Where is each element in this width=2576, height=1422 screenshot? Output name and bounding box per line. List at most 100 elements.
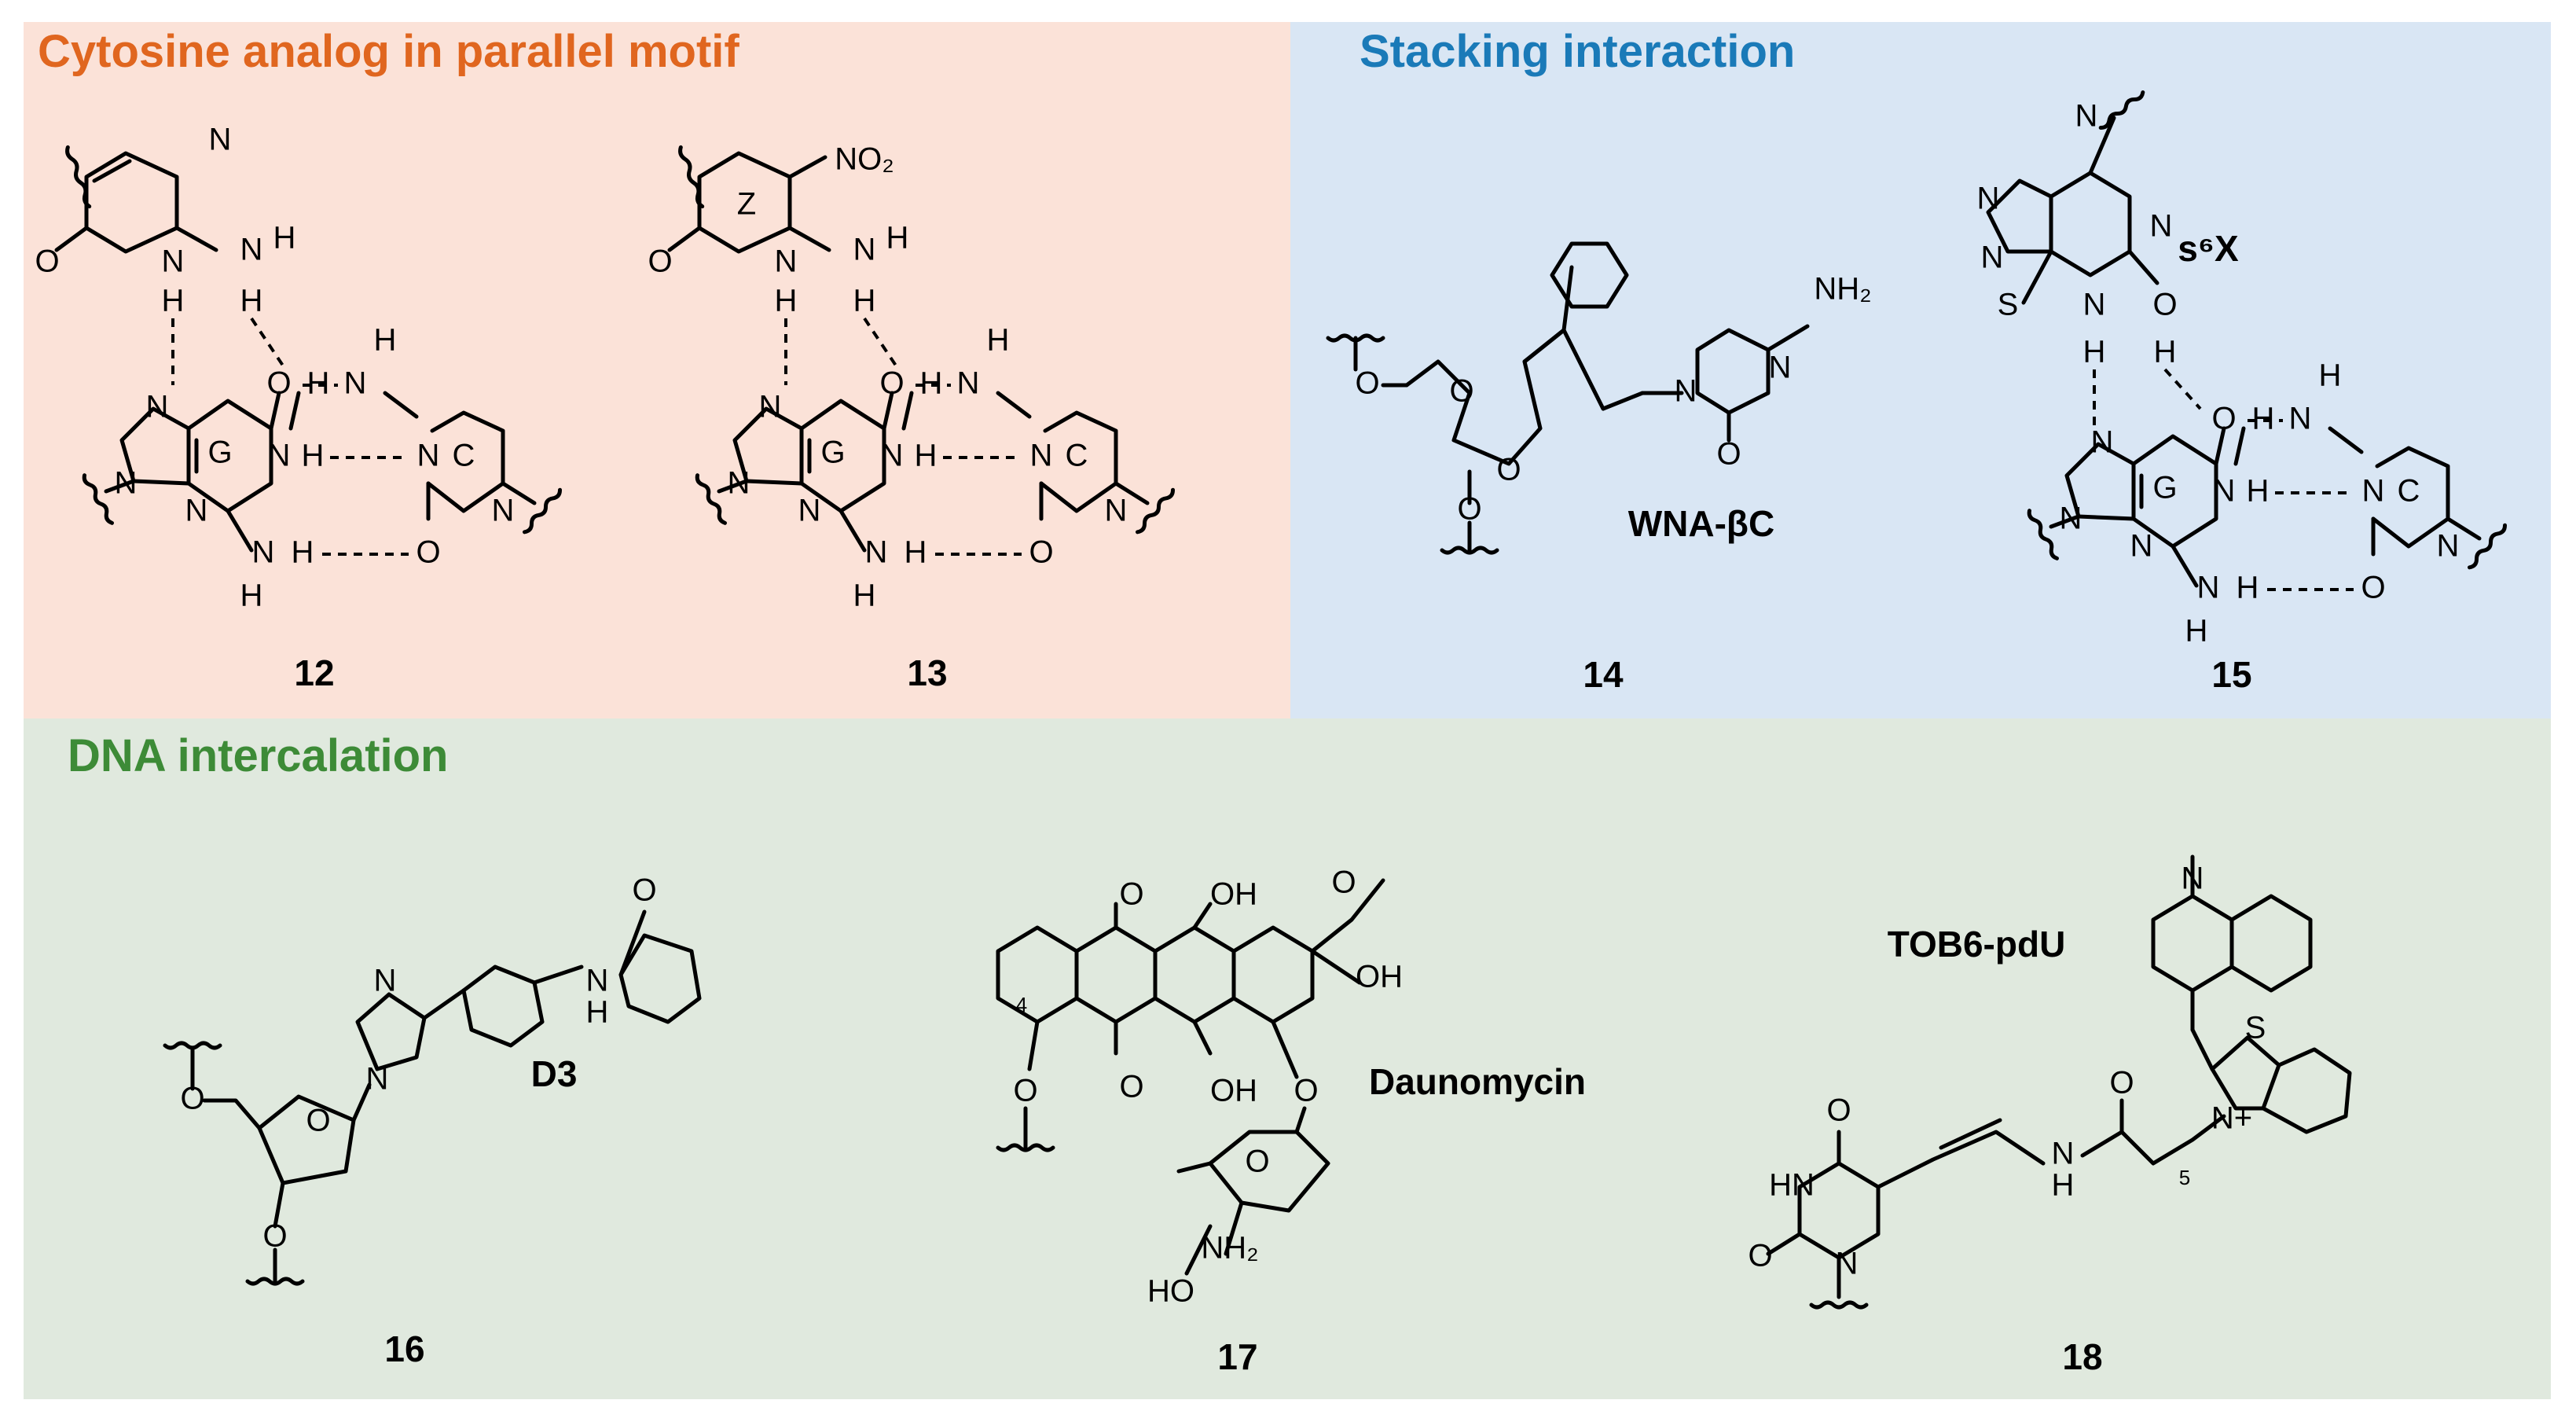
atom-label: OH — [1356, 960, 1403, 994]
attachment-wave — [523, 487, 562, 535]
glycosidic-bond — [2049, 514, 2081, 529]
compound-number-12: 12 — [294, 652, 334, 693]
atom-label: N — [1030, 439, 1053, 473]
atom-label: O — [1029, 535, 1053, 570]
atom-label: N — [2289, 402, 2312, 436]
panel-cytosine-analog — [24, 22, 1290, 718]
o-link — [202, 1098, 262, 1130]
carbonyl — [618, 909, 647, 977]
compound-name-d3: D3 — [531, 1053, 578, 1094]
atom-label: O — [1245, 1145, 1269, 1179]
compound-number-18: 18 — [2062, 1336, 2102, 1377]
cytosine-ring — [426, 410, 505, 513]
hydroxyl-bond — [1184, 1224, 1213, 1276]
amine-bond — [383, 391, 419, 419]
o-link — [1027, 1020, 1040, 1071]
panel-stacking-interaction — [1290, 22, 2551, 718]
atom-label: H — [2052, 1168, 2075, 1203]
hydrogen-bond — [863, 317, 897, 367]
amine-group: NH₂ — [1814, 272, 1871, 307]
atom-label: O — [632, 873, 656, 908]
atom-label: N — [240, 233, 263, 267]
imidazole-ring — [1986, 178, 2053, 254]
quinoline-ring-a — [2151, 894, 2234, 1032]
atom-label: N — [1105, 494, 1128, 528]
atom-label: N — [2052, 1137, 2075, 1171]
base-label-g: G — [2152, 471, 2177, 505]
atom-label: H — [920, 366, 943, 401]
hydrogen-bond — [2163, 368, 2202, 410]
amine-bond — [1766, 324, 1810, 352]
nitro-group: NO₂ — [835, 142, 894, 177]
attachment-wave — [1440, 546, 1499, 555]
attachment-wave — [1136, 487, 1176, 535]
hydroxyl-bond — [1192, 1020, 1213, 1056]
compound-name-daunomycin: Daunomycin — [1369, 1061, 1586, 1102]
atom-label: N — [2060, 502, 2082, 536]
atom-label: N — [417, 439, 440, 473]
benzene-ring — [461, 965, 545, 1048]
atom-label: H — [240, 284, 263, 318]
furanose-ring — [257, 1094, 356, 1185]
atom-label: O — [1119, 1070, 1143, 1104]
atom-label: N — [1981, 241, 2004, 275]
atom-label: H — [853, 284, 876, 318]
carbonyl — [882, 391, 894, 431]
amine-bond — [1224, 1200, 1244, 1256]
atom-label: O — [648, 244, 672, 279]
atom-label: H — [292, 535, 314, 570]
compound-name-s6x: s⁶X — [2178, 228, 2239, 269]
base-label-c: C — [453, 439, 475, 473]
atom-label: O — [879, 366, 904, 401]
atom-label: H — [2247, 474, 2270, 509]
atom-label: N — [957, 366, 980, 401]
atom-label: O — [2109, 1066, 2134, 1100]
amine-bond — [226, 509, 254, 553]
attachment-wave — [65, 145, 92, 209]
atom-label: O — [1294, 1074, 1318, 1108]
atom-label: N — [492, 494, 515, 528]
atom-label: N — [853, 233, 876, 267]
thione-bond — [2021, 249, 2053, 305]
atom-label: HO — [1147, 1274, 1194, 1309]
amine-bond — [174, 226, 218, 252]
atom-label: H — [2237, 571, 2259, 605]
quinoline-ring-b — [2229, 894, 2313, 993]
atom-label: N — [586, 964, 609, 998]
carbonyl — [2214, 426, 2226, 466]
attachment-wave — [82, 473, 114, 525]
compound-name-tob6: TOB6-pdU — [1888, 924, 2066, 965]
hydroxyl-bond — [1192, 902, 1213, 930]
atom-label: H — [374, 323, 397, 358]
atom-label: H — [853, 579, 876, 613]
alkyne-triple — [1939, 1118, 2002, 1150]
atom-label: N+ — [2211, 1101, 2252, 1136]
atom-label: O — [2211, 402, 2236, 436]
position-label-4: 4 — [1016, 993, 1027, 1016]
glycosidic-bond — [1114, 481, 1150, 505]
atom-label: N — [2150, 209, 2173, 244]
glycoside-o — [1271, 1020, 1299, 1079]
atom-label: S — [2245, 1011, 2266, 1045]
base-label-g: G — [820, 435, 845, 470]
atom-label: O — [1119, 877, 1143, 912]
atom-label: O — [1331, 865, 1356, 900]
atom-label: N — [344, 366, 367, 401]
atom-label: O — [1748, 1239, 1772, 1273]
atom-label: N — [162, 244, 185, 279]
panel-title-intercalation: DNA intercalation — [68, 730, 449, 781]
atom-label: N — [366, 1062, 389, 1097]
atom-label: O — [1826, 1093, 1851, 1128]
ring-c — [1153, 925, 1236, 1024]
ring-label-z: Z — [737, 187, 756, 222]
atom-label: N — [252, 535, 275, 570]
atom-label: N — [1836, 1247, 1859, 1281]
amide-link — [532, 965, 584, 985]
panel-title-stacking: Stacking interaction — [1360, 26, 1796, 77]
atom-label: O — [416, 535, 440, 570]
cytosine-ring — [1039, 410, 1118, 513]
atom-label: O — [1449, 374, 1473, 409]
compound-name-wna: WNA-βC — [1628, 503, 1774, 544]
atom-label: H — [886, 221, 909, 255]
